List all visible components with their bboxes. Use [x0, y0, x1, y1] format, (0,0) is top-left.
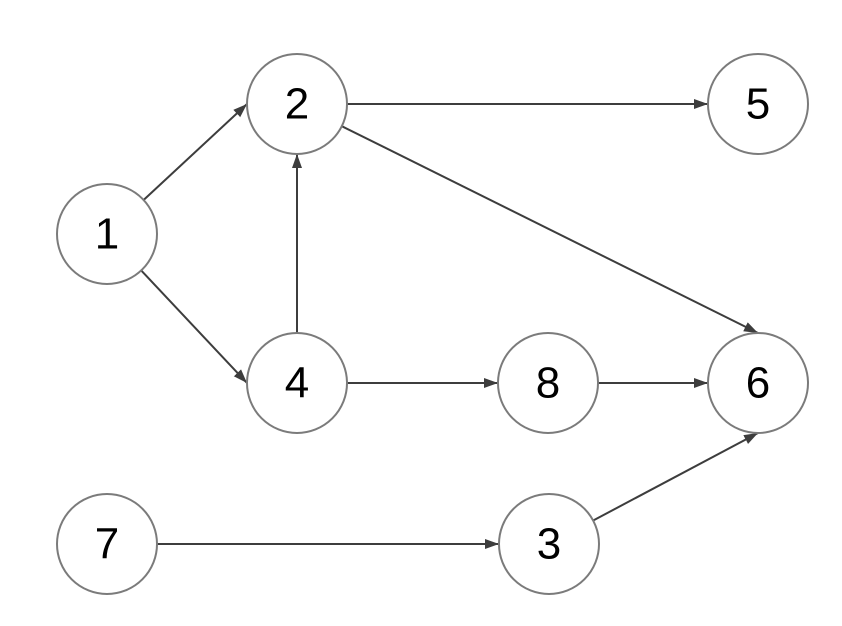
node-circle-8 — [497, 332, 599, 434]
graph-node-4: 4 — [246, 332, 348, 434]
graph-node-8: 8 — [497, 332, 599, 434]
node-circle-5 — [707, 53, 809, 155]
graph-node-5: 5 — [707, 53, 809, 155]
node-label-2: 2 — [285, 80, 309, 129]
graph-node-1: 1 — [56, 183, 158, 285]
graph-node-6: 6 — [707, 332, 809, 434]
node-label-1: 1 — [95, 210, 119, 259]
edge-1-to-4 — [140, 269, 248, 384]
node-circle-6 — [707, 332, 809, 434]
node-label-3: 3 — [537, 520, 561, 569]
node-label-4: 4 — [285, 359, 309, 408]
edge-1-to-2 — [142, 103, 248, 201]
graph-node-2: 2 — [246, 53, 348, 155]
node-label-6: 6 — [746, 359, 770, 408]
node-label-5: 5 — [746, 80, 770, 129]
node-label-7: 7 — [95, 520, 119, 569]
graph-node-7: 7 — [56, 493, 158, 595]
node-circle-4 — [246, 332, 348, 434]
node-circle-2 — [246, 53, 348, 155]
edge-3-to-6 — [592, 432, 759, 522]
node-circle-7 — [56, 493, 158, 595]
graph-node-3: 3 — [498, 493, 600, 595]
edge-2-to-6 — [341, 125, 759, 334]
node-label-8: 8 — [536, 359, 560, 408]
node-circle-3 — [498, 493, 600, 595]
node-circle-1 — [56, 183, 158, 285]
